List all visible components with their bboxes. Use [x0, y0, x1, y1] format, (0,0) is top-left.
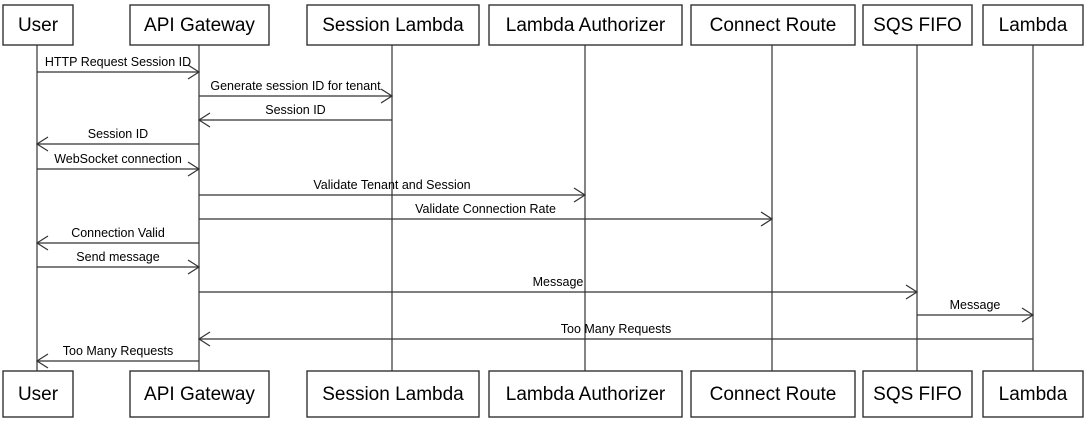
message-arrowhead [760, 211, 774, 227]
message-arrowhead [187, 64, 201, 80]
participant-box-rect [306, 370, 480, 418]
message-arrowhead [187, 161, 201, 177]
message-m8[interactable]: Connection Valid [35, 226, 199, 251]
participant-lambda-bottom[interactable]: Lambda [982, 370, 1084, 418]
message-arrowhead [573, 187, 587, 203]
participant-label-lambda-authorizer: Lambda Authorizer [506, 384, 666, 405]
participant-box-rect [488, 4, 683, 46]
participant-boxes-bottom: User API Gateway Session Lambda Lambda Auth… [2, 370, 1084, 418]
participant-label-lambda: Lambda [999, 384, 1068, 405]
message-label: Session ID [88, 127, 148, 141]
message-arrowhead [197, 112, 211, 128]
message-m10[interactable]: Message [199, 275, 919, 300]
message-label: Session ID [265, 103, 325, 117]
participant-connect-route-top[interactable]: Connect Route [690, 4, 856, 46]
participant-label-session-lambda: Session Lambda [322, 384, 464, 405]
participant-label-lambda-authorizer: Lambda Authorizer [506, 15, 666, 36]
message-m13[interactable]: Too Many Requests [35, 344, 199, 369]
message-arrowhead [905, 284, 919, 300]
participant-user-top[interactable]: User [2, 4, 74, 46]
message-arrowhead [35, 235, 49, 251]
message-label: Validate Connection Rate [415, 202, 556, 216]
participant-boxes-top: User API Gateway Session Lambda Lambda Auth… [2, 4, 1084, 46]
participant-box-rect [982, 4, 1084, 46]
participant-box-rect [488, 370, 683, 418]
message-arrowhead [380, 88, 394, 104]
message-m4[interactable]: Session ID [35, 127, 199, 152]
message-m11[interactable]: Message [917, 298, 1035, 323]
participant-sqs-fifo-bottom[interactable]: SQS FIFO [862, 370, 973, 418]
participant-api-gateway-top[interactable]: API Gateway [129, 4, 270, 46]
participant-session-lambda-top[interactable]: Session Lambda [306, 4, 480, 46]
message-label: Connection Valid [71, 226, 165, 240]
message-label: Generate session ID for tenant [210, 79, 381, 93]
participant-box-rect [862, 4, 973, 46]
participant-box-rect [690, 4, 856, 46]
participant-lambda-authorizer-top[interactable]: Lambda Authorizer [488, 4, 683, 46]
participant-label-connect-route: Connect Route [710, 384, 837, 405]
participant-label-api-gateway: API Gateway [144, 15, 255, 36]
participant-box-rect [982, 370, 1084, 418]
participant-api-gateway-bottom[interactable]: API Gateway [129, 370, 270, 418]
message-arrowhead [1021, 307, 1035, 323]
participant-label-session-lambda: Session Lambda [322, 15, 464, 36]
participant-label-sqs-fifo: SQS FIFO [873, 15, 962, 36]
message-label: Message [533, 275, 584, 289]
participant-box-rect [129, 4, 270, 46]
message-m6[interactable]: Validate Tenant and Session [199, 178, 587, 203]
message-label: Send message [76, 250, 159, 264]
messages-layer: HTTP Request Session ID Generate session … [35, 55, 1035, 369]
message-arrowhead [35, 353, 49, 369]
participant-label-connect-route: Connect Route [710, 15, 837, 36]
participant-lambda-authorizer-bottom[interactable]: Lambda Authorizer [488, 370, 683, 418]
participant-box-rect [862, 370, 973, 418]
message-m12[interactable]: Too Many Requests [197, 322, 1033, 347]
message-m7[interactable]: Validate Connection Rate [199, 202, 774, 227]
message-arrowhead [197, 331, 211, 347]
message-arrowhead [187, 259, 201, 275]
message-label: HTTP Request Session ID [45, 55, 191, 69]
message-label: Validate Tenant and Session [313, 178, 470, 192]
participant-user-bottom[interactable]: User [2, 370, 74, 418]
participant-box-rect [129, 370, 270, 418]
message-arrowhead [35, 136, 49, 152]
message-label: Too Many Requests [63, 344, 173, 358]
participant-lambda-top[interactable]: Lambda [982, 4, 1084, 46]
participant-box-rect [690, 370, 856, 418]
participant-box-rect [2, 4, 74, 46]
lifelines-layer [36, 45, 1034, 371]
message-m2[interactable]: Generate session ID for tenant [199, 79, 394, 104]
participant-connect-route-bottom[interactable]: Connect Route [690, 370, 856, 418]
message-label: WebSocket connection [54, 152, 182, 166]
participant-label-user: User [18, 384, 59, 405]
participant-box-rect [2, 370, 74, 418]
participant-session-lambda-bottom[interactable]: Session Lambda [306, 370, 480, 418]
message-m3[interactable]: Session ID [197, 103, 392, 128]
message-m9[interactable]: Send message [37, 250, 201, 275]
participant-label-api-gateway: API Gateway [144, 384, 255, 405]
message-label: Too Many Requests [561, 322, 671, 336]
participant-label-sqs-fifo: SQS FIFO [873, 384, 962, 405]
participant-label-lambda: Lambda [999, 15, 1068, 36]
message-label: Message [950, 298, 1001, 312]
participant-label-user: User [18, 15, 59, 36]
participant-sqs-fifo-top[interactable]: SQS FIFO [862, 4, 973, 46]
participant-box-rect [306, 4, 480, 46]
message-m1[interactable]: HTTP Request Session ID [37, 55, 201, 80]
message-m5[interactable]: WebSocket connection [37, 152, 201, 177]
